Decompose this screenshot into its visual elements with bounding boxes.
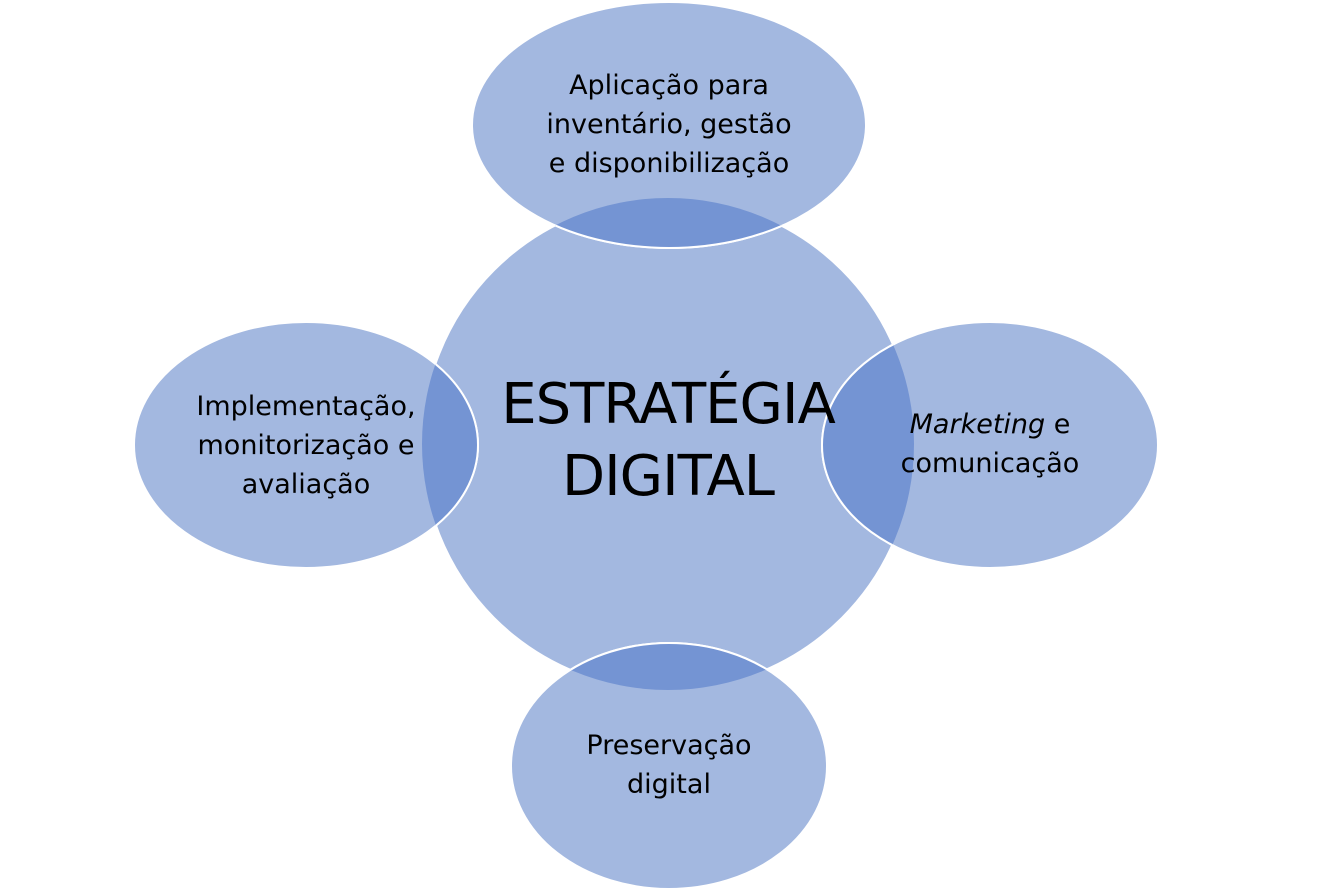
- node-bottom-line2: digital: [627, 769, 711, 800]
- center-label-line2: DIGITAL: [562, 444, 775, 509]
- node-top-line3: e disponibilização: [548, 147, 790, 179]
- center-label-line1: ESTRATÉGIA: [501, 372, 836, 437]
- node-left-line1: Implementação,: [196, 390, 416, 422]
- overlap-bottom: [510, 642, 828, 690]
- node-bottom-label: Preservação digital: [549, 725, 789, 805]
- overlap-top: [471, 198, 867, 249]
- node-top-line1: Aplicação para: [569, 69, 769, 101]
- node-left-line3: avaliação: [241, 468, 371, 500]
- node-left-label: Implementação, monitorização e avaliação: [166, 385, 446, 505]
- node-top-line2: inventário, gestão: [546, 108, 792, 140]
- node-right-italic: Marketing: [909, 409, 1046, 440]
- center-label: ESTRATÉGIA DIGITAL: [468, 366, 868, 516]
- node-left-line2: monitorização e: [197, 429, 415, 461]
- node-right-line1-rest: e: [1045, 409, 1071, 440]
- node-top-label: Aplicação para inventário, gestão e disp…: [509, 64, 829, 184]
- overlap-left: [422, 321, 479, 569]
- node-right-line1: Marketing e: [901, 405, 1080, 444]
- node-bottom-line1: Preservação: [586, 730, 752, 761]
- node-right-label: Marketing e comunicação: [870, 404, 1110, 484]
- node-right-line2: comunicação: [900, 448, 1080, 479]
